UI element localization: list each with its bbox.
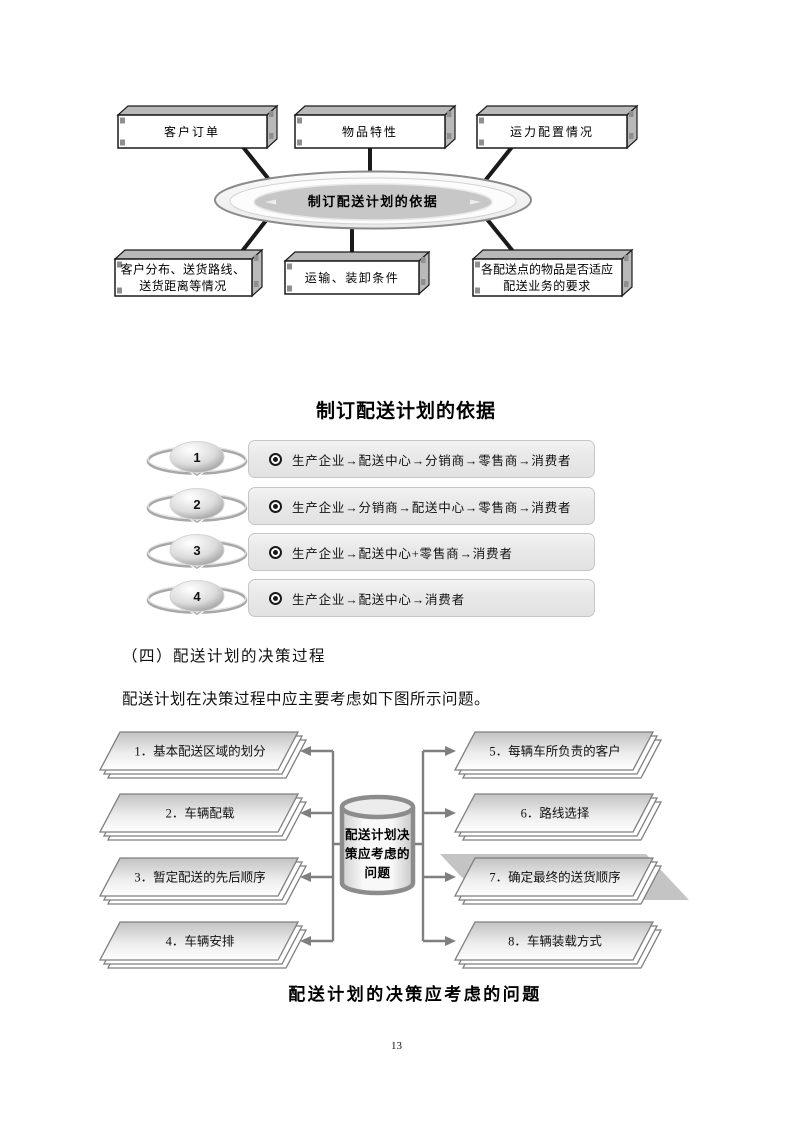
item-text: 1．基本配送区域的划分 [134, 744, 265, 759]
right-parallelograms: 5．每辆车所负责的客户 6．路线选择 7．确定最终的送货顺序 8．车辆装载方式 [440, 731, 689, 969]
channel-item-row: 2 生产企业→分销商→配送中心→零售商→消费者 [145, 486, 600, 526]
channel-item-row: 1 生产企业→配送中心→分销商→零售商→消费者 [145, 439, 600, 479]
parallelogram-item-3: 3．暂定配送的先后顺序 [98, 857, 308, 905]
channel-pill: 生产企业→配送中心→分销商→零售商→消费者 [248, 440, 595, 478]
diagram2-caption: 配送计划的决策应考虑的问题 [288, 985, 542, 1004]
box-label-line1: 各配送点的物品是否适应 [481, 262, 613, 277]
cylinder-label-line2: 策应考虑的 [345, 846, 410, 861]
cycle-number: 2 [193, 497, 200, 512]
target-bullet-icon [269, 591, 282, 605]
parallelogram-item-4: 4．车辆安排 [98, 921, 308, 969]
decision-problems-diagram: 1．基本配送区域的划分 2．车辆配载 3．暂定配送的先后顺序 4．车辆安排 [98, 731, 689, 969]
channel-pill: 生产企业→配送中心+零售商→消费者 [248, 533, 595, 571]
cylinder-label-line3: 问题 [364, 865, 390, 880]
box-label: 运输、装卸条件 [305, 270, 400, 285]
channel-text: 生产企业→配送中心+零售商→消费者 [292, 546, 513, 561]
channel-item-row: 4 生产企业→配送中心→消费者 [145, 578, 600, 618]
cube-box-transport-capacity: 运力配置情况 [475, 104, 639, 150]
cycle-arrow-icon: 2 [146, 488, 248, 525]
box-label-line1: 客户分布、送货路线、 [120, 262, 245, 277]
box-label-line2: 送货距离等情况 [139, 278, 227, 293]
page-number: 13 [391, 1040, 402, 1052]
section-heading: （四）配送计划的决策过程 [122, 648, 327, 665]
box-label: 物品特性 [342, 124, 398, 139]
list-section-title: 制订配送计划的依据 [315, 401, 496, 422]
channel-pill: 生产企业→配送中心→消费者 [248, 579, 595, 617]
cube-box-item-characteristics: 物品特性 [293, 104, 457, 150]
box-label-line2: 配送业务的要求 [503, 278, 591, 293]
cube-boxes: 客户订单 物品特性 [113, 104, 639, 298]
item-text: 5．每辆车所负责的客户 [489, 744, 620, 759]
parallelogram-item-7: 7．确定最终的送货顺序 [440, 854, 689, 905]
cycle-arrow-icon: 1 [146, 441, 248, 478]
item-text: 6．路线选择 [521, 806, 590, 821]
left-parallelograms: 1．基本配送区域的划分 2．车辆配载 3．暂定配送的先后顺序 4．车辆安排 [98, 731, 308, 969]
center-ellipse-label: 制订配送计划的依据 [308, 194, 439, 209]
target-bullet-icon [269, 499, 282, 513]
target-bullet-icon [269, 545, 282, 559]
connector-lines [241, 145, 514, 254]
parallelogram-item-1: 1．基本配送区域的划分 [98, 731, 308, 779]
parallelogram-item-8: 8．车辆装载方式 [453, 921, 663, 969]
body-paragraph: 配送计划在决策过程中应主要考虑如下图所示问题。 [122, 691, 491, 708]
item-text: 7．确定最终的送货顺序 [489, 870, 620, 885]
cube-box-customer-distribution: 客户分布、送货路线、 送货距离等情况 [113, 248, 264, 298]
cycle-number: 4 [193, 589, 201, 604]
channel-text: 生产企业→配送中心→消费者 [292, 592, 465, 607]
item-text: 8．车辆装载方式 [508, 934, 602, 949]
box-label: 运力配置情况 [510, 125, 594, 139]
center-ellipse: 制订配送计划的依据 [214, 170, 532, 230]
left-glint-icon [265, 199, 276, 205]
cylinder-database: 配送计划决 策应考虑的 问题 [339, 794, 416, 896]
item-text: 3．暂定配送的先后顺序 [134, 870, 265, 885]
channel-text: 生产企业→分销商→配送中心→零售商→消费者 [292, 500, 572, 515]
channel-item-row: 3 生产企业→配送中心+零售商→消费者 [145, 532, 600, 572]
cylinder-label-line1: 配送计划决 [345, 827, 410, 842]
cube-box-customer-orders: 客户订单 [116, 104, 279, 150]
item-text: 4．车辆安排 [166, 934, 235, 949]
item-text: 2．车辆配载 [166, 806, 235, 821]
cube-box-item-suitability: 各配送点的物品是否适应 配送业务的要求 [471, 248, 634, 298]
target-bullet-icon [269, 452, 282, 466]
parallelogram-item-6: 6．路线选择 [453, 793, 663, 841]
channel-text: 生产企业→配送中心→分销商→零售商→消费者 [292, 453, 572, 468]
cycle-number: 3 [193, 543, 200, 558]
cycle-arrow-icon: 4 [146, 580, 248, 617]
cycle-number: 1 [193, 450, 200, 465]
parallelogram-item-2: 2．车辆配载 [98, 793, 308, 841]
box-label: 客户订单 [164, 124, 220, 139]
channel-pill: 生产企业→分销商→配送中心→零售商→消费者 [248, 487, 595, 525]
distribution-plan-basis-diagram: 制订配送计划的依据 客户订单 [113, 104, 639, 298]
cycle-arrow-icon: 3 [146, 534, 248, 571]
arrow-heads [300, 746, 456, 946]
parallelogram-item-5: 5．每辆车所负责的客户 [453, 731, 663, 779]
cube-box-loading-conditions: 运输、装卸条件 [283, 250, 431, 296]
right-glint-icon [470, 199, 481, 205]
connector-trunk [310, 749, 446, 943]
